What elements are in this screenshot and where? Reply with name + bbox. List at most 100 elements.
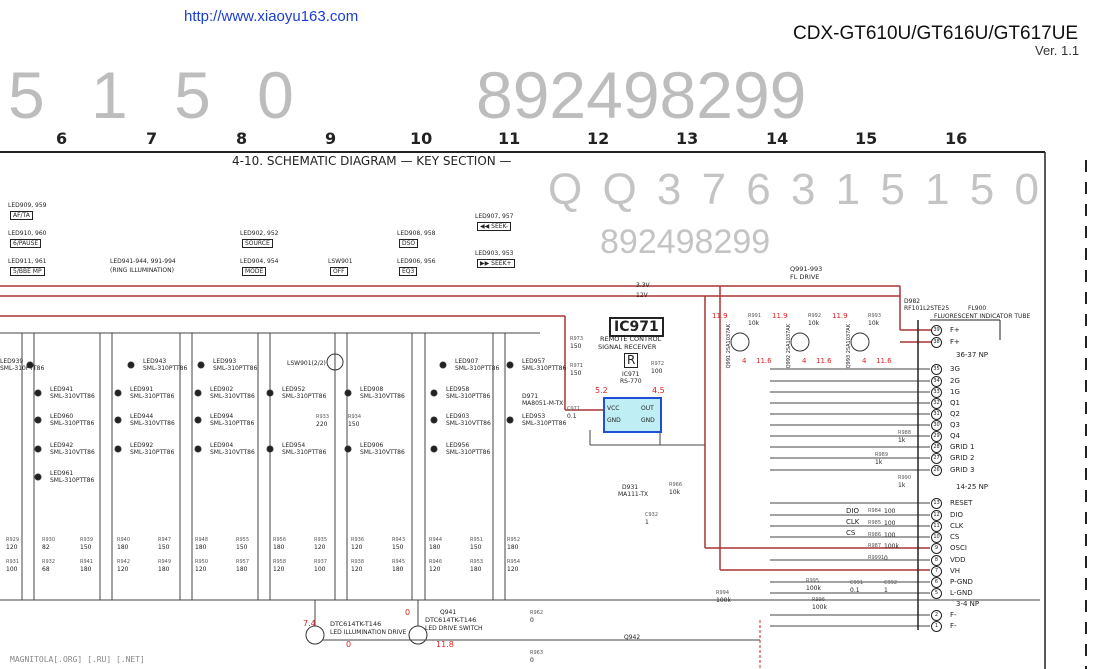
resistor-value: 120 [195, 566, 207, 573]
footer-credit: MAGNITOLA[.ORG] [.RU] [.NET] [10, 655, 145, 664]
resistor-ref: R952 [507, 537, 521, 543]
resistor-value: 180 [195, 544, 207, 551]
source-url-link[interactable]: http://www.xiaoyu163.com [184, 8, 359, 25]
resistor-ref: R950 [195, 559, 209, 565]
grid-column-number: 8 [236, 129, 248, 148]
grid-column-number: 13 [676, 129, 699, 148]
resistor-value: 150 [236, 544, 248, 551]
fl-pin-number: 28 [931, 442, 942, 453]
fl-pin-label: F+ [950, 326, 960, 334]
fl-pin-label: GRID 2 [950, 454, 975, 462]
voltage-label: 0 [405, 608, 411, 617]
resistor-value: 10k [868, 320, 880, 327]
fl-pin-label: VH [950, 567, 961, 575]
ic971-desc2: SIGNAL RECEIVER [598, 343, 657, 351]
d931-ref: D931 [622, 484, 639, 491]
resistor-value: 150 [392, 544, 404, 551]
led-ref: LED942 [50, 442, 74, 449]
grid-column-number: 15 [855, 129, 878, 148]
resistor-ref: R930 [42, 537, 56, 543]
resistor-value: 100k [884, 543, 899, 550]
ic971-title: IC971 [609, 317, 664, 337]
resistor-value: 1k [875, 459, 883, 466]
led-part: SML-310VTT86 [50, 449, 95, 456]
resistor-ref: R948 [195, 537, 209, 543]
transistor-label: Q993 2SA1037AK [846, 324, 852, 369]
resistor-ref: R940 [117, 537, 131, 543]
resistor-ref: R939 [80, 537, 94, 543]
fl-pin-number: 11 [931, 521, 942, 532]
key-label: ▶▶ SEEK+ [477, 259, 515, 268]
resistor-ref: R995 [806, 578, 820, 584]
watermark-top-right: 892498299 [476, 58, 807, 132]
capacitor-value: 0.1 [567, 413, 577, 420]
fl-pin-label: CLK [950, 522, 964, 530]
fl-pin-number: 2 [931, 610, 942, 621]
resistor-value: 100 [884, 520, 896, 527]
resistor-ref: R991 [748, 313, 762, 319]
resistor-ref: R942 [117, 559, 131, 565]
voltage-label: 4 [742, 357, 747, 365]
resistor-ref: R988 [898, 430, 912, 436]
fl-pin-label: 14-25 NP [956, 483, 989, 491]
led-part: SML-310PTT86 [50, 420, 95, 427]
fl-pin-number: 31 [931, 409, 942, 420]
led-icon [26, 361, 34, 369]
resistor-value: 100 [314, 566, 326, 573]
q941-part: DTC614TK-T146 [425, 616, 477, 624]
led-ref: LED907 [455, 358, 479, 365]
led-part: SML-310PTT86 [522, 420, 567, 427]
fl-pin-label: GRID 3 [950, 466, 975, 474]
resistor-ref: R958 [273, 559, 287, 565]
led-icon [439, 361, 447, 369]
resistor-ref: R944 [429, 537, 443, 543]
fl-pin-label: L-GND [950, 589, 973, 597]
version-label: Ver. 1.1 [1035, 43, 1080, 58]
led-ref: LED994 [210, 413, 234, 420]
key-label: (RING ILLUMINATION) [110, 267, 174, 274]
led-part: MA8051-M-TX [522, 400, 564, 407]
led-ref: LED902 [210, 386, 234, 393]
led-ref: LSW901(2/2) [287, 360, 326, 367]
fl-pin-number: 26 [931, 465, 942, 476]
grid-column-number: 10 [410, 129, 433, 148]
resistor-value: 10k [748, 320, 760, 327]
key-led-label: LED906, 956 [397, 258, 436, 265]
led-part: SML-310PTT86 [213, 365, 258, 372]
ic971-part: RS-770 [620, 378, 642, 385]
key-led-label: LED903, 953 [475, 250, 514, 257]
fl-tube-ref: FL900 [968, 305, 987, 312]
fl-pin-label: 2G [950, 377, 960, 385]
resistor-value: 120 [6, 544, 18, 551]
resistor-ref: R984 [868, 508, 882, 514]
fl-pin-label: F+ [950, 338, 960, 346]
capacitor-value: 0.1 [850, 587, 860, 594]
fl-pin-label: DIO [950, 511, 963, 519]
fl-pin-number: 5 [931, 588, 942, 599]
led-ref: LED953 [522, 413, 546, 420]
resistor-ref: R985 [868, 520, 882, 526]
led-icon [266, 445, 274, 453]
bus-label: CS [846, 529, 856, 537]
resistor-value: 100k [812, 604, 827, 611]
led-part: SML-310PTT86 [282, 393, 327, 400]
resistor-value: 180 [507, 544, 519, 551]
fl-pin-label: RESET [950, 499, 973, 507]
resistor-value: 180 [80, 566, 92, 573]
grid-column-number: 16 [945, 129, 968, 148]
resistor-value: 0 [884, 555, 888, 562]
led-part: SML-310VTT86 [210, 449, 255, 456]
fl-pin-number: 1 [931, 621, 942, 632]
grid-column-number: 14 [766, 129, 789, 148]
resistor-value: 180 [429, 544, 441, 551]
fl-pin-label: 1G [950, 388, 960, 396]
fl-pin-number: 38 [931, 337, 942, 348]
fl-pin-number: 35 [931, 364, 942, 375]
transistor-label: Q991 2SA1037AK [726, 324, 732, 369]
key-label: ◀◀ SEEK- [477, 222, 511, 231]
led-ref: LED957 [522, 358, 546, 365]
resistor-ref: R989 [875, 452, 889, 458]
resistor-ref: R946 [429, 559, 443, 565]
resistor-ref: R955 [236, 537, 250, 543]
fl-pin-number: 32 [931, 398, 942, 409]
